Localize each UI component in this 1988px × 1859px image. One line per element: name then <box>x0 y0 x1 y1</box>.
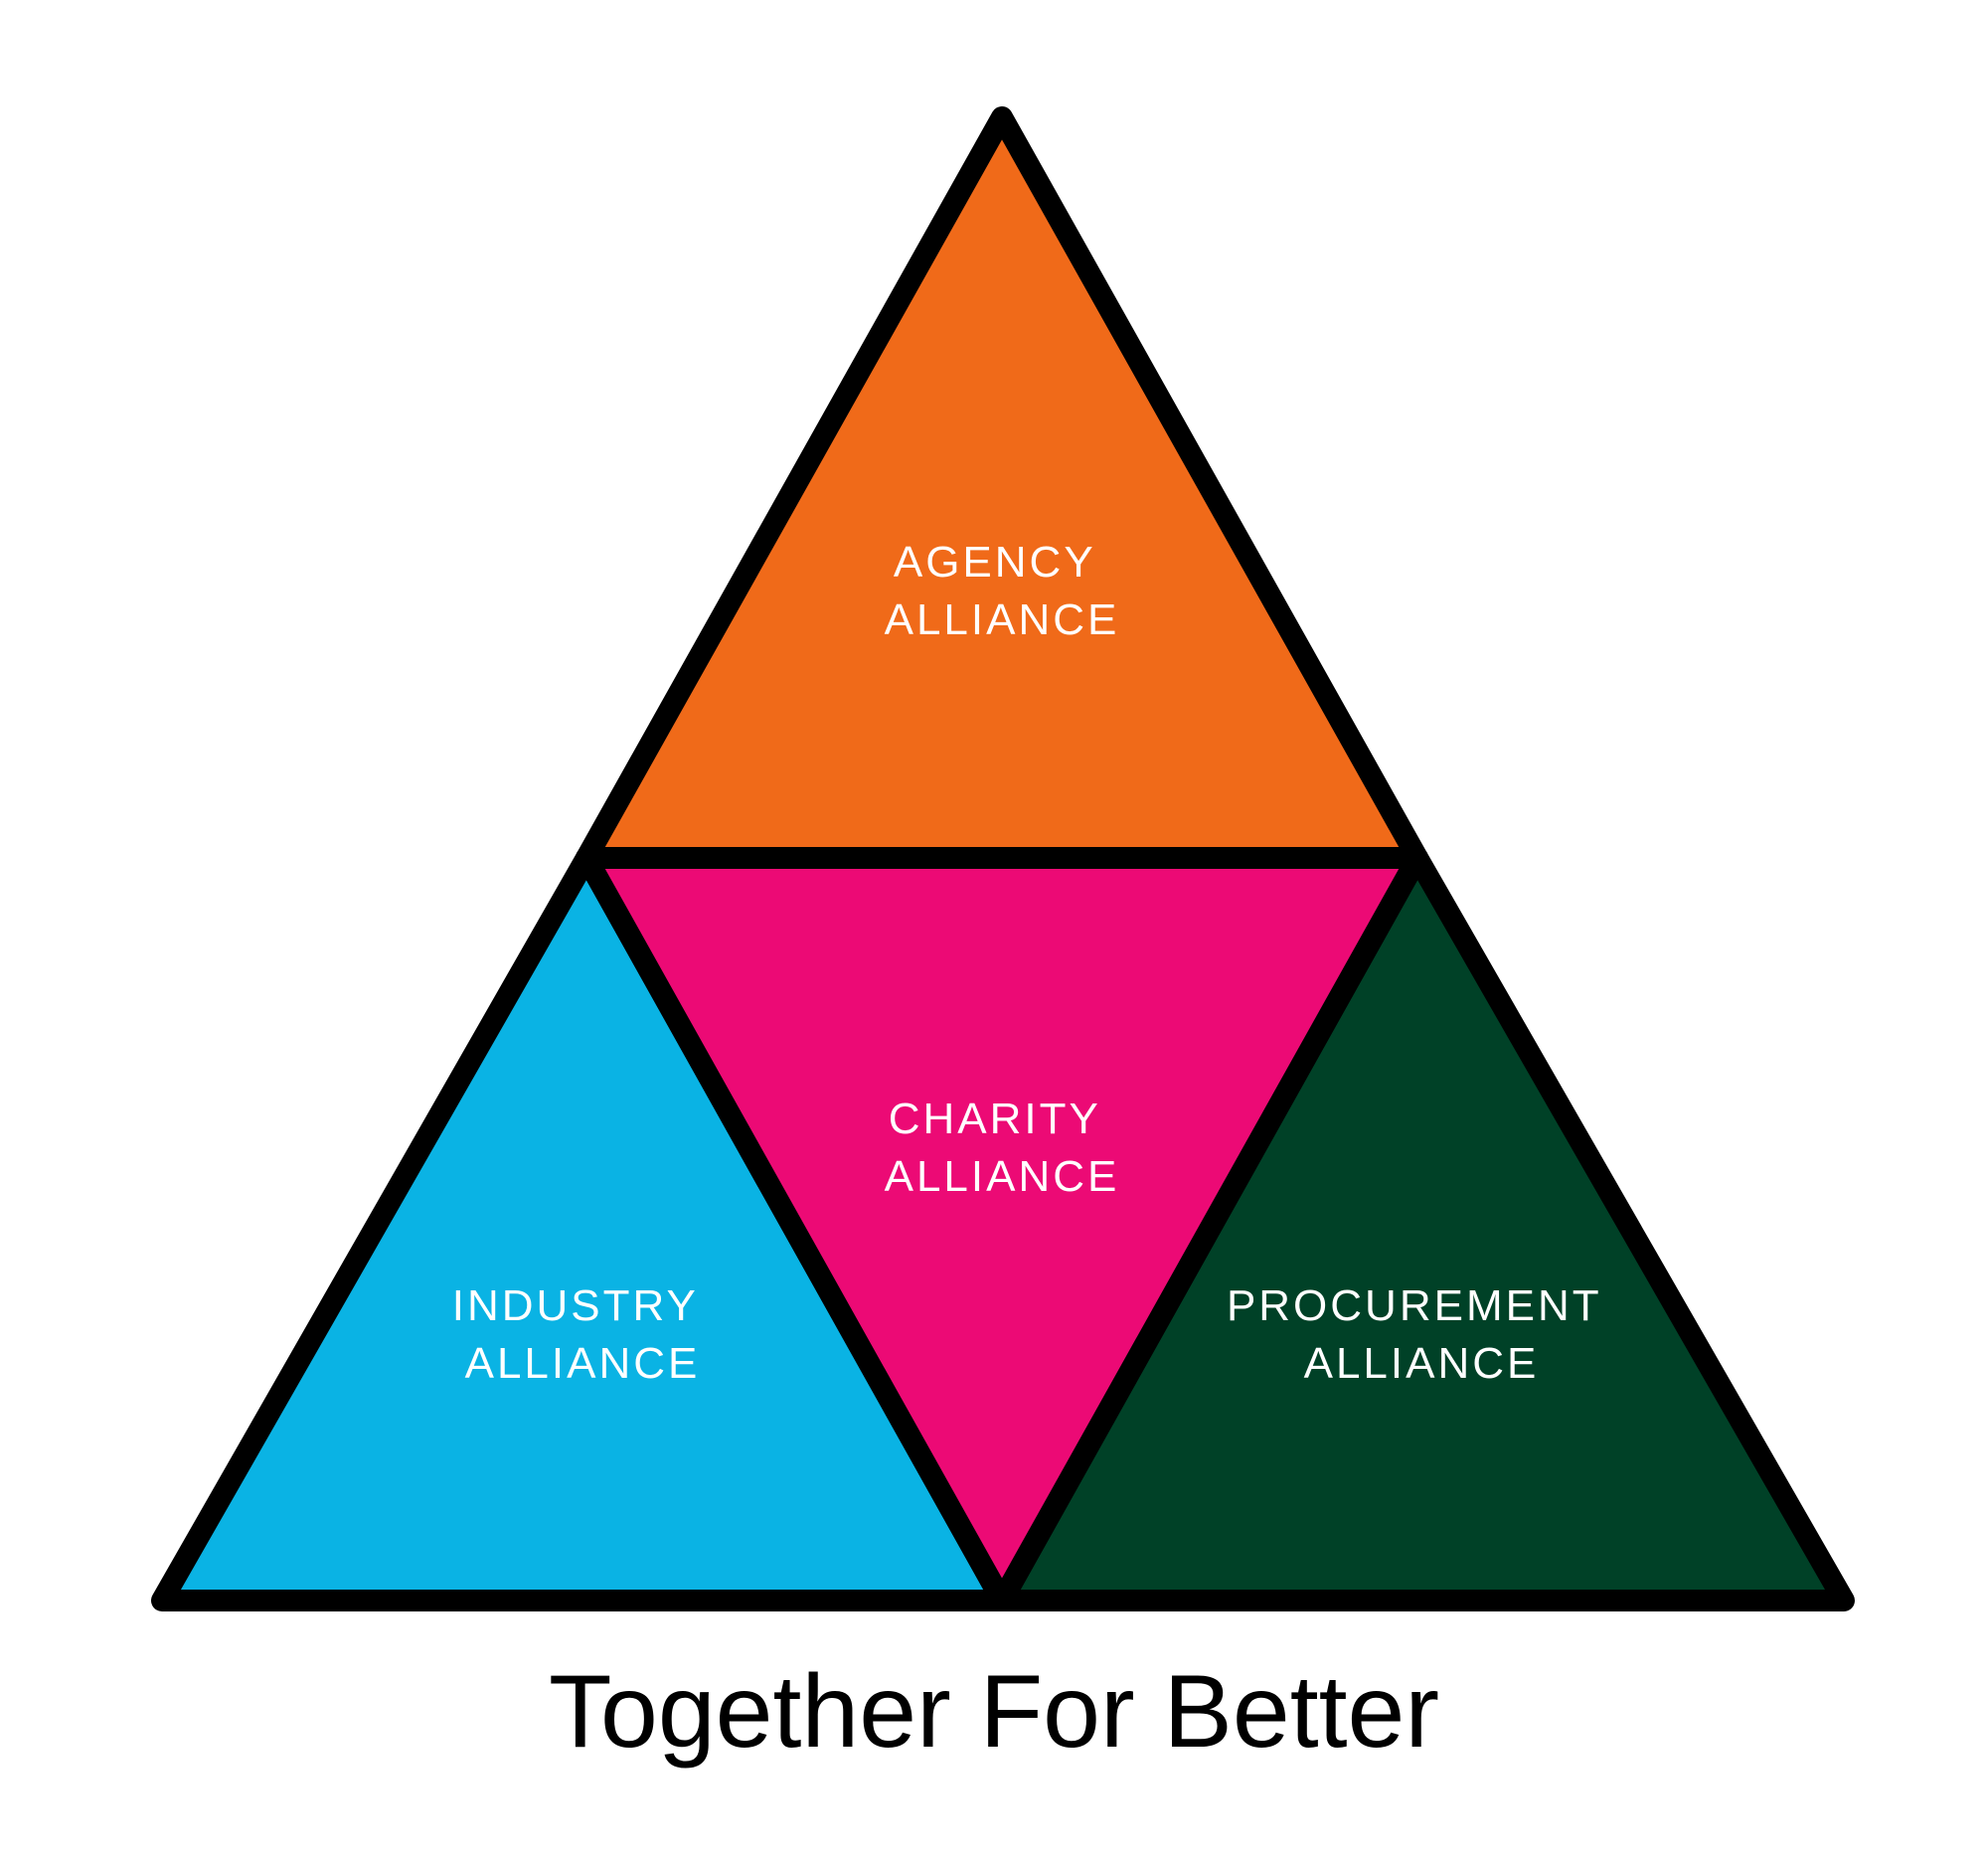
charity-label-line1: CHARITY <box>889 1095 1100 1143</box>
agency-alliance-triangle <box>576 106 1428 869</box>
charity-alliance-triangle <box>576 847 1428 1611</box>
industry-label-line1: INDUSTRY <box>452 1281 698 1330</box>
charity-label-line2: ALLIANCE <box>885 1152 1120 1201</box>
procurement-label: PROCUREMENT ALLIANCE <box>1227 1281 1616 1388</box>
procurement-label-line1: PROCUREMENT <box>1227 1281 1601 1330</box>
procurement-label-line2: ALLIANCE <box>1304 1339 1540 1388</box>
charity-label: CHARITY ALLIANCE <box>885 1095 1120 1201</box>
industry-label-line2: ALLIANCE <box>465 1339 701 1388</box>
agency-label: AGENCY ALLIANCE <box>885 538 1120 644</box>
agency-label-line2: ALLIANCE <box>885 595 1120 644</box>
tagline: Together For Better <box>549 1654 1439 1770</box>
agency-label-line1: AGENCY <box>894 538 1095 587</box>
industry-label: INDUSTRY ALLIANCE <box>452 1281 714 1388</box>
